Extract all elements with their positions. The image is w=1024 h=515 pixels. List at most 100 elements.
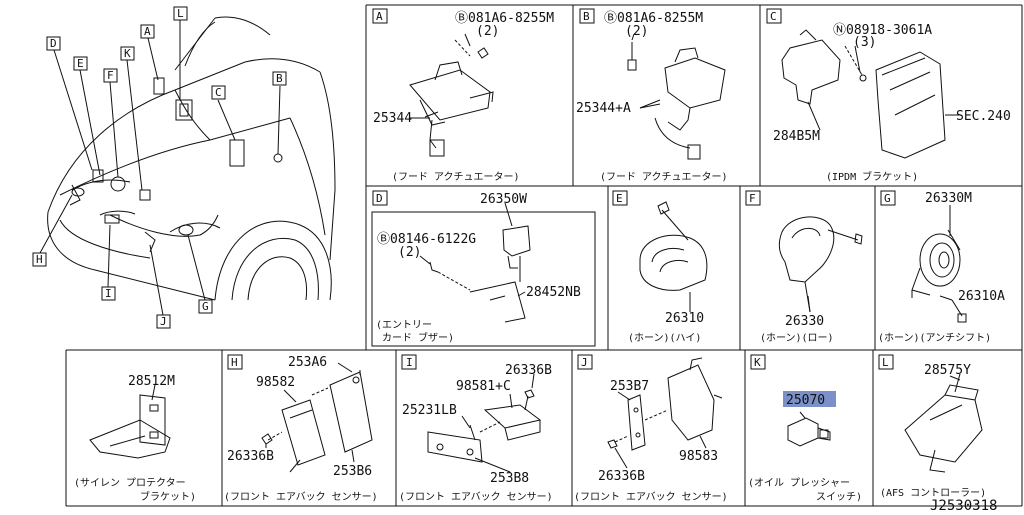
panel-b-caption: (フード アクチュエーター) (600, 171, 728, 183)
panel-a-drawing (409, 39, 494, 157)
panel-d-part-top: 26350W (480, 192, 527, 207)
panel-e-letter: E (616, 192, 623, 205)
panel-letter-boxes (227, 8, 896, 370)
panel-letters: A B C D E F G H I J K L (231, 10, 891, 369)
panel-d-inner-box (371, 211, 596, 347)
panel-p-caption2: ブラケット) (140, 490, 196, 503)
panel-c-nut-qty: (3) (853, 35, 876, 50)
callout-g: G (202, 300, 209, 313)
panel-b-letter: B (583, 10, 590, 23)
callout-j: J (160, 315, 167, 328)
panel-f-letter: F (749, 192, 756, 205)
panel-i-p1: 26336B (505, 363, 552, 378)
panel-c-nut: Ⓝ08918-3061A (833, 23, 932, 38)
panel-i-drawing (427, 389, 542, 463)
panel-l-drawing (904, 373, 983, 473)
panel-j-p3: 98583 (679, 449, 718, 464)
panel-k-caption1: (オイル プレッシャー (748, 477, 850, 489)
highlight-25070 (783, 391, 836, 407)
panel-h-p4: 253B6 (333, 464, 372, 479)
panel-c-part1: 284B5M (773, 129, 820, 144)
panel-h-p3: 26336B (227, 449, 274, 464)
panel-k-text: 25070 (オイル プレッシャー スイッチ) (748, 393, 862, 503)
panel-d-drawing (429, 225, 531, 323)
panel-k-caption2: スイッチ) (816, 491, 862, 503)
panel-i-caption: (フロント エアバック センサー) (399, 491, 553, 503)
panel-d-bolt-qty: (2) (398, 245, 421, 260)
panel-p-part: 28512M (128, 374, 175, 389)
callout-k: K (124, 47, 131, 60)
panel-h-drawing (261, 370, 373, 473)
panel-i-p3: 25231LB (402, 403, 457, 418)
panel-h-p2: 98582 (256, 375, 295, 390)
panel-k-letter: K (754, 356, 761, 369)
panel-c-letter: C (770, 10, 777, 23)
panel-c-drawing (781, 29, 960, 159)
callout-a: A (144, 25, 151, 38)
panel-j-drawing (607, 357, 723, 451)
panel-i-letter: I (406, 356, 413, 369)
callout-c: C (215, 86, 222, 99)
panel-g-letter: G (884, 192, 891, 205)
panel-b-drawing (627, 42, 726, 160)
panel-p-text: 28512M (サイレン プロテクター ブラケット) (74, 374, 196, 503)
panel-e-drawing (639, 201, 708, 312)
panel-a-bolt: Ⓑ081A6-8255M (455, 11, 554, 26)
panel-d-letter: D (376, 192, 383, 205)
panel-l-part: 28575Y (924, 363, 971, 378)
panel-g-part2: 26310A (958, 289, 1005, 304)
callout-b: B (276, 72, 283, 85)
panel-j-p2: 26336B (598, 469, 645, 484)
callout-leaders (39, 20, 281, 316)
part-leaders (265, 33, 961, 473)
panel-a-part: 25344 (373, 111, 412, 126)
panel-c-text: Ⓝ08918-3061A (3) 284B5M SEC.240 (IPDM ブラ… (773, 23, 1011, 183)
panel-p-drawing (89, 384, 171, 459)
panel-k-part: 25070 (786, 393, 825, 408)
panel-c-part2: SEC.240 (956, 109, 1011, 124)
panel-f-caption: (ホーン)(ロー) (760, 332, 834, 344)
panel-e-part: 26310 (665, 311, 704, 326)
overview-callout-boxes (32, 6, 287, 329)
panel-i-p4: 253B8 (490, 471, 529, 486)
panel-h-caption: (フロント エアバック センサー) (224, 491, 378, 503)
panel-efg-text: 26310 (ホーン)(ハイ) 26330 (ホーン)(ロー) 26330M 2… (628, 191, 1005, 344)
panel-f-drawing (778, 216, 863, 313)
panel-d-part2: 28452NB (526, 285, 581, 300)
panel-d-bolt: Ⓑ08146-6122G (377, 232, 476, 247)
panel-a-letter: A (376, 10, 383, 23)
grid-lines (65, 4, 1023, 507)
panel-e-caption: (ホーン)(ハイ) (628, 332, 701, 344)
panel-b-bolt: Ⓑ081A6-8255M (604, 11, 703, 26)
callout-i: I (105, 287, 112, 300)
panel-i-p2: 98581+C (456, 379, 511, 394)
panel-h-text: 253A6 98582 26336B 253B6 (フロント エアバック センサ… (224, 355, 378, 503)
panel-d-text: 26350W Ⓑ08146-6122G (2) 28452NB (エントリー カ… (376, 192, 581, 344)
panel-a-caption: (フード アクチュエーター) (392, 171, 520, 183)
panel-g-caption: (ホーン)(アンチシフト) (878, 332, 991, 344)
panel-j-caption: (フロント エアバック センサー) (574, 491, 728, 503)
callout-l: L (177, 7, 184, 20)
panel-c-caption: (IPDM ブラケット) (826, 170, 918, 183)
panel-d-caption2: カード ブザー) (382, 331, 454, 344)
panel-d-caption1: (エントリー (376, 320, 432, 331)
car-overview (47, 16, 336, 301)
panel-l-text: 28575Y (AFS コントローラー) (880, 363, 986, 499)
callout-h: H (36, 253, 43, 266)
diagram-id: J2530318 (930, 498, 997, 511)
panel-j-p1: 253B7 (610, 379, 649, 394)
panel-i-text: 26336B 98581+C 25231LB 253B8 (フロント エアバック… (399, 363, 553, 503)
panel-a-text: Ⓑ081A6-8255M (2) 25344 (フード アクチュエーター) (373, 11, 554, 183)
panel-b-text: Ⓑ081A6-8255M (2) 25344+A (フード アクチュエーター) (576, 11, 728, 183)
panel-l-caption: (AFS コントローラー) (880, 487, 986, 499)
panel-j-text: 253B7 26336B 98583 (フロント エアバック センサー) (574, 379, 728, 503)
panel-h-p1: 253A6 (288, 355, 327, 370)
panel-g-drawing (911, 229, 967, 323)
panel-b-part: 25344+A (576, 101, 631, 116)
panel-h-letter: H (231, 356, 238, 369)
panel-j-letter: J (581, 356, 588, 369)
overview-callout-labels: A L C B D E F K H I J G (36, 7, 283, 328)
callout-d: D (50, 37, 57, 50)
panel-b-bolt-qty: (2) (625, 24, 648, 39)
